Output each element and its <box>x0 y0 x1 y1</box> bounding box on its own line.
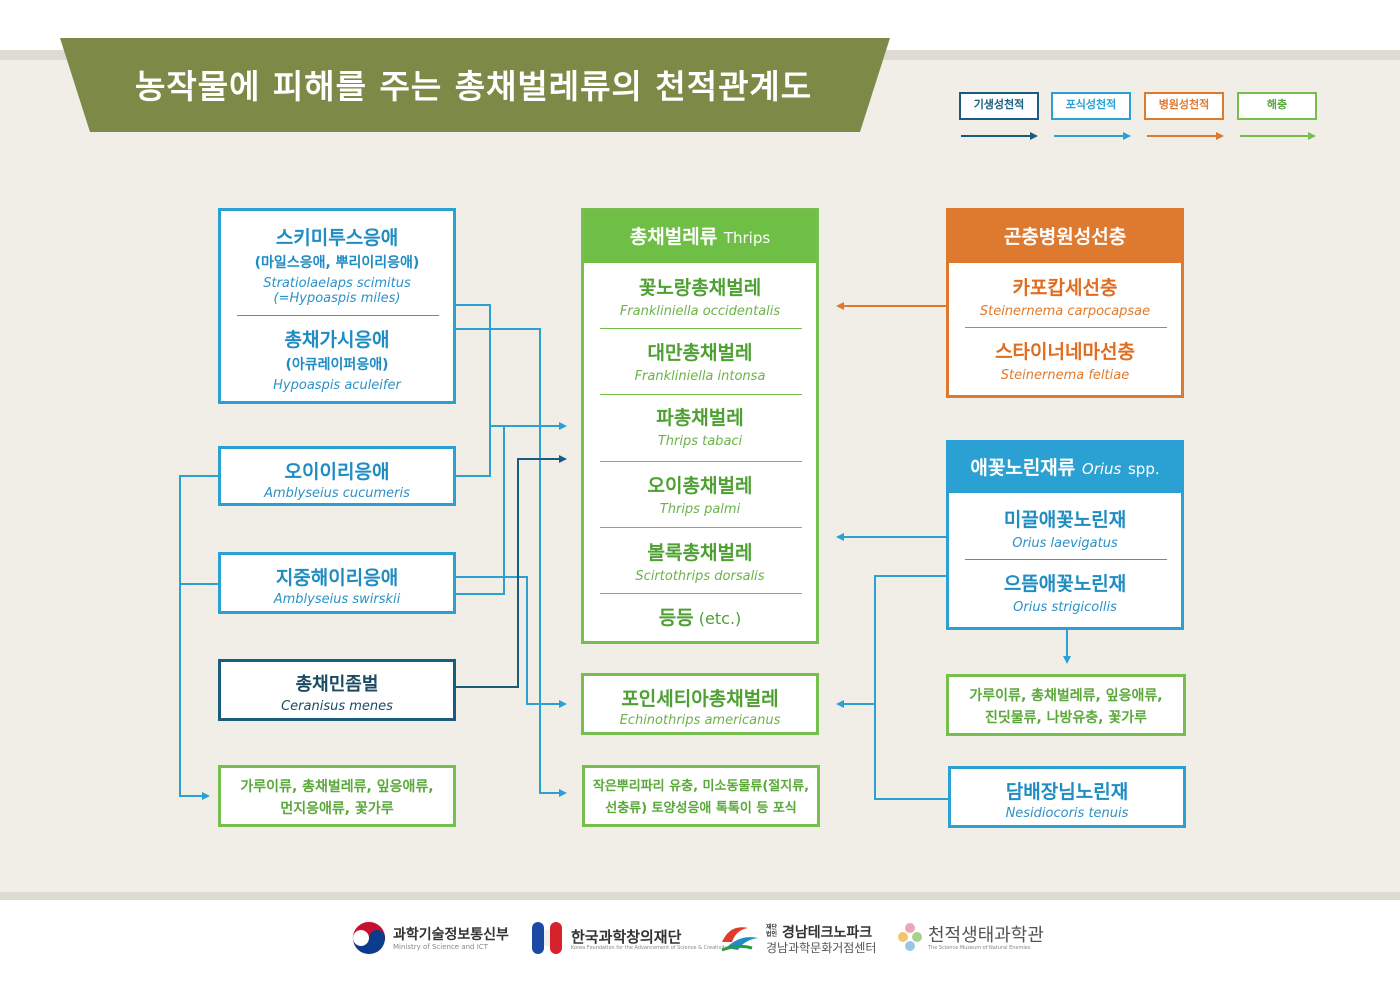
pest-name: 대만총채벌레 <box>647 342 753 364</box>
species-name: 총채민좀벌 <box>295 674 379 695</box>
scientific-name: Orius strigicollis <box>1013 600 1117 615</box>
scientific-name: Amblyseius swirskii <box>273 592 401 607</box>
kofac-logo-text: 한국과학창의재단 <box>571 928 682 946</box>
divider <box>600 593 802 594</box>
divider <box>600 328 802 329</box>
prey-line: 가루이류, 총채벌레류, 잎응애류, <box>240 779 434 795</box>
divider <box>965 559 1167 560</box>
species-alias: (아큐레이퍼응애) <box>285 357 389 373</box>
right-prey-box: 가루이류, 총채벌레류, 잎응애류, 진딧물류, 나방유충, 꽃가루 <box>946 674 1186 736</box>
species-name: 총채가시응애 <box>284 329 390 351</box>
species-name: 담배장님노린재 <box>1005 781 1129 803</box>
prey-line: 작은뿌리파리 유충, 미소동물류(절지류, <box>592 779 810 794</box>
orius-box: 애꽃노린재류 Orius spp. 미끌애꽃노린재 Orius laevigat… <box>946 440 1184 630</box>
species-name: 오이이리응애 <box>284 461 390 483</box>
scientific-name: Steinernema carpocapsae <box>979 304 1151 319</box>
divider <box>237 315 439 316</box>
etc-label: 등등 <box>658 607 694 629</box>
scientific-name: Stratiolaelaps scimitus <box>263 276 411 291</box>
kofac-logo-en: Korea Foundation for the Advancement of … <box>571 945 728 951</box>
thrips-header: 총채벌레류 Thrips <box>584 211 816 263</box>
species-name: 카포캅세선충 <box>1012 277 1118 299</box>
title-banner <box>60 38 890 132</box>
ceranisus-box: 총채민좀벌 Ceranisus menes <box>218 659 456 721</box>
cucumeris-box: 오이이리응애 Amblyseius cucumeris <box>218 446 456 506</box>
etc-label-en: (etc.) <box>698 609 742 628</box>
species-name: 미끌애꽃노린재 <box>1003 509 1127 531</box>
gntp-logo-sub: 경남과학문화거점센터 <box>766 941 877 955</box>
scientific-name: Orius laevigatus <box>1012 536 1118 551</box>
divider <box>965 327 1167 328</box>
museum-logo-icon <box>898 923 922 951</box>
scientific-name-alt: (=Hypoaspis miles) <box>273 291 401 306</box>
msit-logo-en: Ministry of Science and ICT <box>393 943 488 951</box>
species-name: 스키미투스응애 <box>275 227 399 249</box>
msit-emblem-icon <box>352 921 386 955</box>
divider <box>600 394 802 395</box>
scientific-name: Steinernema feltiae <box>1000 368 1130 383</box>
nesidiocoris-box: 담배장님노린재 Nesidiocoris tenuis <box>948 766 1186 828</box>
bottom-strip <box>0 892 1400 900</box>
gntp-logo-text: 경남테크노파크 <box>782 925 873 941</box>
legend-predator: 포식성천적 <box>1051 92 1131 120</box>
poinsettia-box: 포인세티아총채벌레 Echinothrips americanus <box>581 673 819 735</box>
nematode-box: 곤충병원성선충 카포캅세선충 Steinernema carpocapsae 스… <box>946 208 1184 398</box>
scientific-name: Thrips palmi <box>659 502 741 517</box>
legend-pathogen: 병원성천적 <box>1144 92 1224 120</box>
legend-parasitic: 기생성천적 <box>959 92 1039 120</box>
museum-logo-text: 천적생태과학관 <box>928 925 1044 946</box>
msit-logo-text: 과학기술정보통신부 <box>393 927 509 943</box>
legend-pest: 해충 <box>1237 92 1317 120</box>
species-name: 스타이너네마선충 <box>995 341 1135 363</box>
footer <box>0 900 1400 991</box>
gntp-logo-prefix: 재단법인 <box>766 924 778 938</box>
scientific-name: Echinothrips americanus <box>619 713 781 728</box>
prey-line: 가루이류, 총채벌레류, 잎응애류, <box>969 688 1163 704</box>
prey-line: 먼지응애류, 꽃가루 <box>280 801 394 817</box>
divider <box>600 527 802 528</box>
scientific-name: Hypoaspis aculeifer <box>273 378 401 393</box>
scientific-name: Ceranisus menes <box>281 699 393 714</box>
species-name: 지중해이리응애 <box>275 567 399 589</box>
pest-name: 오이총채벌레 <box>647 475 753 497</box>
soil-prey-box: 작은뿌리파리 유충, 미소동물류(절지류, 선충류) 토양성응애 톡톡이 등 포… <box>582 765 820 827</box>
gntp-logo-icon <box>721 927 758 952</box>
scientific-name: Scirtothrips dorsalis <box>635 569 765 584</box>
nematode-header: 곤충병원성선충 <box>949 211 1181 263</box>
scientific-name: Amblyseius cucumeris <box>264 486 410 501</box>
page-title: 농작물에 피해를 주는 총채벌레류의 천적관계도 <box>135 67 813 106</box>
prey-line: 진딧물류, 나방유충, 꽃가루 <box>984 710 1148 726</box>
pest-name: 볼록총채벌레 <box>647 542 753 564</box>
mites-box: 스키미투스응애 (마일스응애, 뿌리이리응애) Stratiolaelaps s… <box>218 208 456 404</box>
scientific-name: Nesidiocoris tenuis <box>1005 806 1129 821</box>
kofac-logo-icon <box>532 922 562 954</box>
museum-logo-en: The Science Museum of Natural Enemies <box>928 945 1031 951</box>
divider <box>600 461 802 462</box>
pest-name: 꽃노랑총채벌레 <box>638 277 762 299</box>
scientific-name: Frankliniella occidentalis <box>619 304 781 319</box>
orius-header: 애꽃노린재류 Orius spp. <box>949 443 1181 493</box>
left-prey-box: 가루이류, 총채벌레류, 잎응애류, 먼지응애류, 꽃가루 <box>218 765 456 827</box>
thrips-box: 총채벌레류 Thrips 꽃노랑총채벌레 Frankliniella occid… <box>581 208 819 644</box>
scientific-name: Frankliniella intonsa <box>634 369 766 384</box>
species-alias: (마일스응애, 뿌리이리응애) <box>254 255 420 271</box>
species-name: 으뜸애꽃노린재 <box>1003 573 1127 595</box>
prey-line: 선충류) 토양성응애 톡톡이 등 포식 <box>605 801 797 816</box>
pest-name: 파총채벌레 <box>656 407 744 429</box>
pest-name: 포인세티아총채벌레 <box>621 688 779 710</box>
scientific-name: Thrips tabaci <box>657 434 743 449</box>
swirskii-box: 지중해이리응애 Amblyseius swirskii <box>218 552 456 614</box>
